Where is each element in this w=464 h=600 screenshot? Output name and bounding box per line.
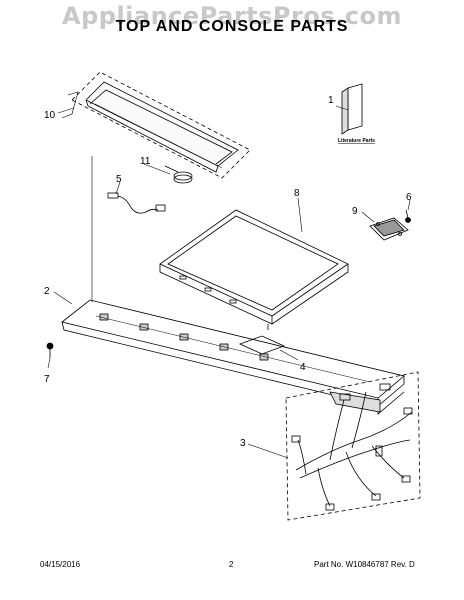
callout-9: 9 [352,206,358,217]
part-10-console-cap [71,71,251,179]
callout-6: 6 [406,192,412,203]
part-7-screw [46,342,54,358]
footer-part-number: Part No. W10846787 Rev. D [314,560,415,569]
callout-numbers: 1 2 3 4 5 6 7 8 9 10 11 [44,95,412,449]
part-3-wire-harness [285,371,421,521]
part-8-top-panel [159,209,349,330]
footer-page-number: 2 [229,560,234,569]
callout-11: 11 [140,156,151,167]
part-5-wire-harness-small [107,192,166,214]
leader-lines [47,91,411,459]
part-6-screw [405,209,411,223]
callout-2: 2 [44,286,50,297]
part-11-knob [164,165,193,184]
part-2-console-base [61,156,405,415]
page-title: TOP AND CONSOLE PARTS [115,18,349,35]
footer-date: 04/15/2016 [40,560,81,569]
callout-8: 8 [294,188,300,199]
callout-7: 7 [44,374,50,385]
callout-4: 4 [300,362,306,373]
callout-3: 3 [240,438,246,449]
callout-1: 1 [328,95,334,106]
part-4-label [238,335,286,355]
callout-10: 10 [44,110,56,121]
watermark: AppliancePartsPros.com [62,2,402,30]
part-1-literature [341,83,363,135]
literature-parts-label: Literature Parts [338,138,375,144]
part-9-bracket [369,217,409,241]
callout-5: 5 [116,174,122,185]
